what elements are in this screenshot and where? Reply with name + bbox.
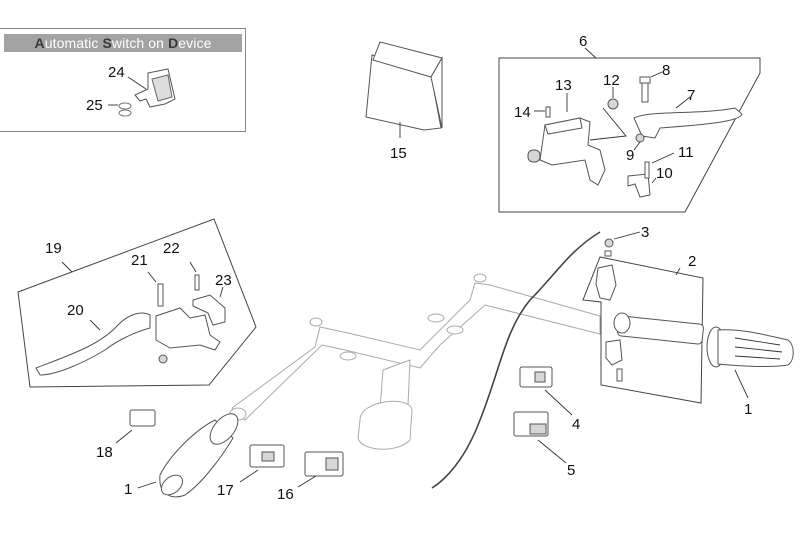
part-23-clamp (192, 294, 226, 326)
callout-13[interactable]: 13 (555, 77, 572, 94)
callout-1-right[interactable]: 1 (744, 401, 753, 418)
callout-15[interactable]: 15 (390, 145, 407, 162)
part-5-switch (513, 411, 549, 437)
callout-12[interactable]: 12 (603, 72, 620, 89)
callout-19[interactable]: 19 (45, 240, 62, 257)
callout-25[interactable]: 25 (86, 97, 103, 114)
leader-5 (537, 439, 567, 464)
part-16-switch (304, 451, 344, 477)
callout-1-left[interactable]: 1 (124, 481, 133, 498)
callout-16[interactable]: 16 (277, 486, 294, 503)
leader-20 (89, 319, 101, 331)
leader-1-right (734, 369, 749, 399)
part-1-grip-right (706, 326, 794, 368)
leader-2 (675, 267, 681, 276)
callout-2[interactable]: 2 (688, 253, 697, 270)
callout-17[interactable]: 17 (217, 482, 234, 499)
link-12-13 (589, 107, 627, 141)
callout-11[interactable]: 11 (678, 144, 694, 161)
inset-drawing (108, 68, 176, 117)
throttle-cable (431, 231, 601, 489)
part-1-grip-left (159, 413, 239, 498)
leader-24 (127, 76, 147, 90)
group-outline-19 (17, 218, 257, 388)
group-outline-6 (498, 57, 761, 213)
leader-23 (219, 286, 224, 298)
group-outline-2 (582, 256, 704, 404)
leader-21 (147, 271, 157, 283)
leader-9 (633, 141, 641, 151)
part-17-switch (249, 444, 285, 468)
title-segment-2: witch on (111, 35, 169, 51)
handlebar-frame (229, 273, 601, 450)
part-12-cap (607, 98, 619, 110)
part-20-rear-brake-lever (35, 312, 151, 376)
part-3-cable-adjuster (604, 238, 614, 257)
callout-8[interactable]: 8 (662, 62, 671, 79)
leader-1-left (137, 481, 157, 489)
title-initial-a: A (34, 35, 45, 51)
callout-14[interactable]: 14 (514, 104, 531, 121)
leader-17 (239, 469, 259, 483)
part-18-switch (129, 409, 156, 427)
leader-10 (651, 177, 657, 184)
part-7-front-brake-lever (633, 107, 743, 139)
part-11-screw (644, 161, 650, 179)
part-25-washer (118, 102, 132, 117)
part-2-throttle-housing (595, 264, 704, 382)
callout-9[interactable]: 9 (626, 147, 635, 164)
leader-6 (584, 47, 597, 59)
part-13-master-cylinder (527, 117, 606, 186)
callout-6[interactable]: 6 (579, 33, 588, 50)
part-8-pivot-bolt (639, 76, 651, 103)
leader-7 (675, 96, 691, 109)
callout-5[interactable]: 5 (567, 462, 576, 479)
leader-3 (613, 231, 641, 240)
leader-11 (651, 152, 675, 164)
callout-3[interactable]: 3 (641, 224, 650, 241)
leader-18 (115, 429, 133, 444)
part-15-manual (365, 41, 443, 131)
leader-16 (297, 475, 317, 488)
title-segment-3: evice (178, 35, 212, 51)
callout-7[interactable]: 7 (687, 87, 696, 104)
callout-21[interactable]: 21 (131, 252, 148, 269)
part-14-screw (545, 106, 551, 118)
title-initial-d: D (168, 35, 179, 51)
callout-22[interactable]: 22 (163, 240, 180, 257)
title-segment-1: utomatic (44, 35, 103, 51)
title-initial-s: S (102, 35, 112, 51)
part-4-switch (519, 366, 553, 388)
inset-title: Automatic Switch on Device (4, 34, 242, 52)
callout-24[interactable]: 24 (108, 64, 125, 81)
leader-19 (61, 261, 73, 273)
leader-22 (189, 261, 197, 273)
inset-automatic-switch: Automatic Switch on Device 24 25 (0, 28, 246, 132)
part-21-pivot-bolt (157, 283, 164, 307)
part-24-automatic-switch (134, 68, 176, 108)
part-22-screw (194, 274, 200, 291)
callout-4[interactable]: 4 (572, 416, 581, 433)
callout-23[interactable]: 23 (215, 272, 232, 289)
callout-18[interactable]: 18 (96, 444, 113, 461)
callout-20[interactable]: 20 (67, 302, 84, 319)
leader-8 (650, 71, 663, 78)
leader-4 (544, 389, 573, 416)
callout-10[interactable]: 10 (656, 165, 673, 182)
part-19-lever-bracket (155, 307, 221, 364)
part-9-nut (635, 133, 645, 143)
